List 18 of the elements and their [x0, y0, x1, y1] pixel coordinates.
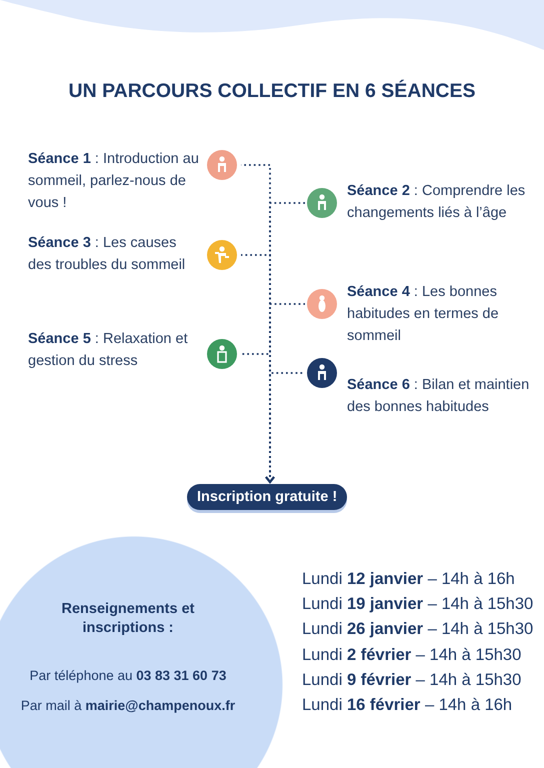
session-text: Séance 1 : Introduction au sommeil, parlez-nous de vous ! [28, 150, 200, 213]
info-heading: Renseignements et inscriptions : [60, 600, 196, 638]
session-date: Lundi 12 janvier – 14h à 16h [302, 570, 515, 589]
session-date: Lundi 16 février – 14h à 16h [302, 696, 512, 715]
email-text: Par mail à mairie@champenoux.fr [20, 698, 236, 713]
session-text: Séance 6 : Bilan et maintien des bonnes habitudes [347, 376, 530, 417]
session-date: Lundi 2 février – 14h à 15h30 [302, 646, 522, 665]
registration-badge: Inscription gratuite ! [187, 484, 348, 510]
session-text: Séance 2 : Comprendre les changements liés à l’âge [347, 182, 526, 223]
session-text: Séance 3 : Les causes des troubles du sommeil [28, 234, 186, 275]
title: UN PARCOURS COLLECTIF EN 6 SÉANCES [67, 80, 476, 103]
session-date: Lundi 9 février – 14h à 15h30 [302, 670, 522, 690]
session-text: Séance 5 : Relaxation et gestion du stress [28, 330, 189, 371]
session-date: Lundi 19 janvier – 14h à 15h30 [302, 595, 534, 614]
dotted-connector [265, 372, 305, 483]
session-date: Lundi 26 janvier – 14h à 15h30 [302, 620, 534, 640]
phone-text: Par téléphone au 03 83 31 60 73 [28, 668, 228, 683]
session-text: Séance 4 : Les bonnes habitudes en termes de sommeil [347, 283, 500, 346]
